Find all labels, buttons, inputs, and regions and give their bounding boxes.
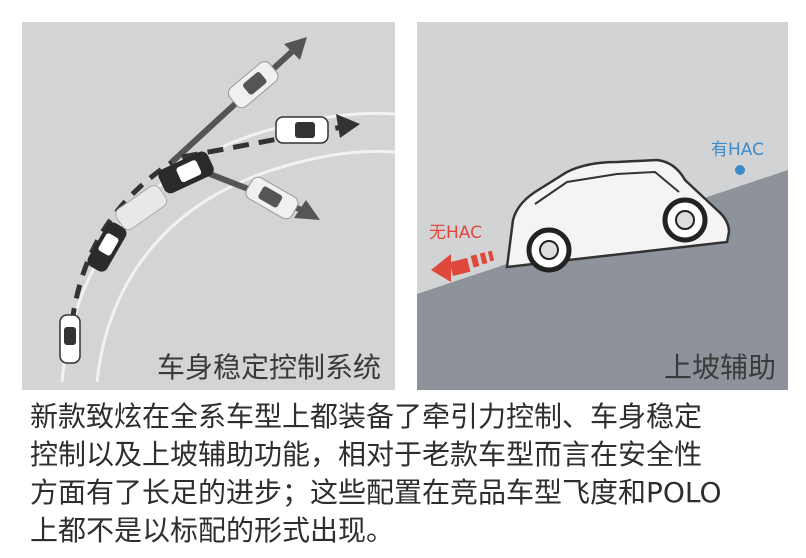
rollback-arrow bbox=[431, 250, 495, 282]
arrow-head-down bbox=[294, 200, 320, 220]
esc-illustration-panel: 车身稳定控制系统 bbox=[22, 22, 395, 390]
car-bottom bbox=[59, 314, 81, 364]
hac-illustration-panel: 有HAC 无HAC 上坡辅助 bbox=[417, 22, 788, 390]
trajectory-dashed bbox=[69, 159, 174, 323]
article-paragraph: 新款致炫在全系车型上都装备了牵引力控制、车身稳定 控制以及上坡辅助功能，相对于老… bbox=[30, 398, 790, 550]
hill-assist-diagram bbox=[417, 158, 788, 390]
car-skid-ghost bbox=[245, 176, 299, 220]
car-lower bbox=[87, 222, 127, 272]
article-line: 方面有了长足的进步；这些配置在竞品车型飞度和POLO bbox=[30, 476, 722, 509]
car-middle-ghost bbox=[115, 185, 168, 231]
arrow-head-right bbox=[336, 114, 360, 138]
with-hac-dot bbox=[735, 165, 745, 175]
esc-caption: 车身稳定控制系统 bbox=[156, 351, 381, 384]
car-side-view bbox=[505, 158, 731, 273]
without-hac-label: 无HAC bbox=[429, 223, 482, 243]
with-hac-label: 有HAC bbox=[711, 140, 764, 160]
car-right bbox=[275, 116, 329, 144]
hac-caption: 上坡辅助 bbox=[663, 351, 776, 384]
article-line: 控制以及上坡辅助功能，相对于老款车型而言在安全性 bbox=[30, 438, 703, 471]
article-line: 上都不是以标配的形式出现。 bbox=[30, 514, 395, 547]
car-center bbox=[158, 151, 214, 194]
esc-trajectory-diagram bbox=[59, 37, 395, 383]
arrow-head-up bbox=[284, 37, 307, 60]
article-line: 新款致炫在全系车型上都装备了牵引力控制、车身稳定 bbox=[30, 400, 703, 433]
car-top-ghost bbox=[227, 61, 279, 109]
oversteer-path bbox=[169, 44, 300, 165]
